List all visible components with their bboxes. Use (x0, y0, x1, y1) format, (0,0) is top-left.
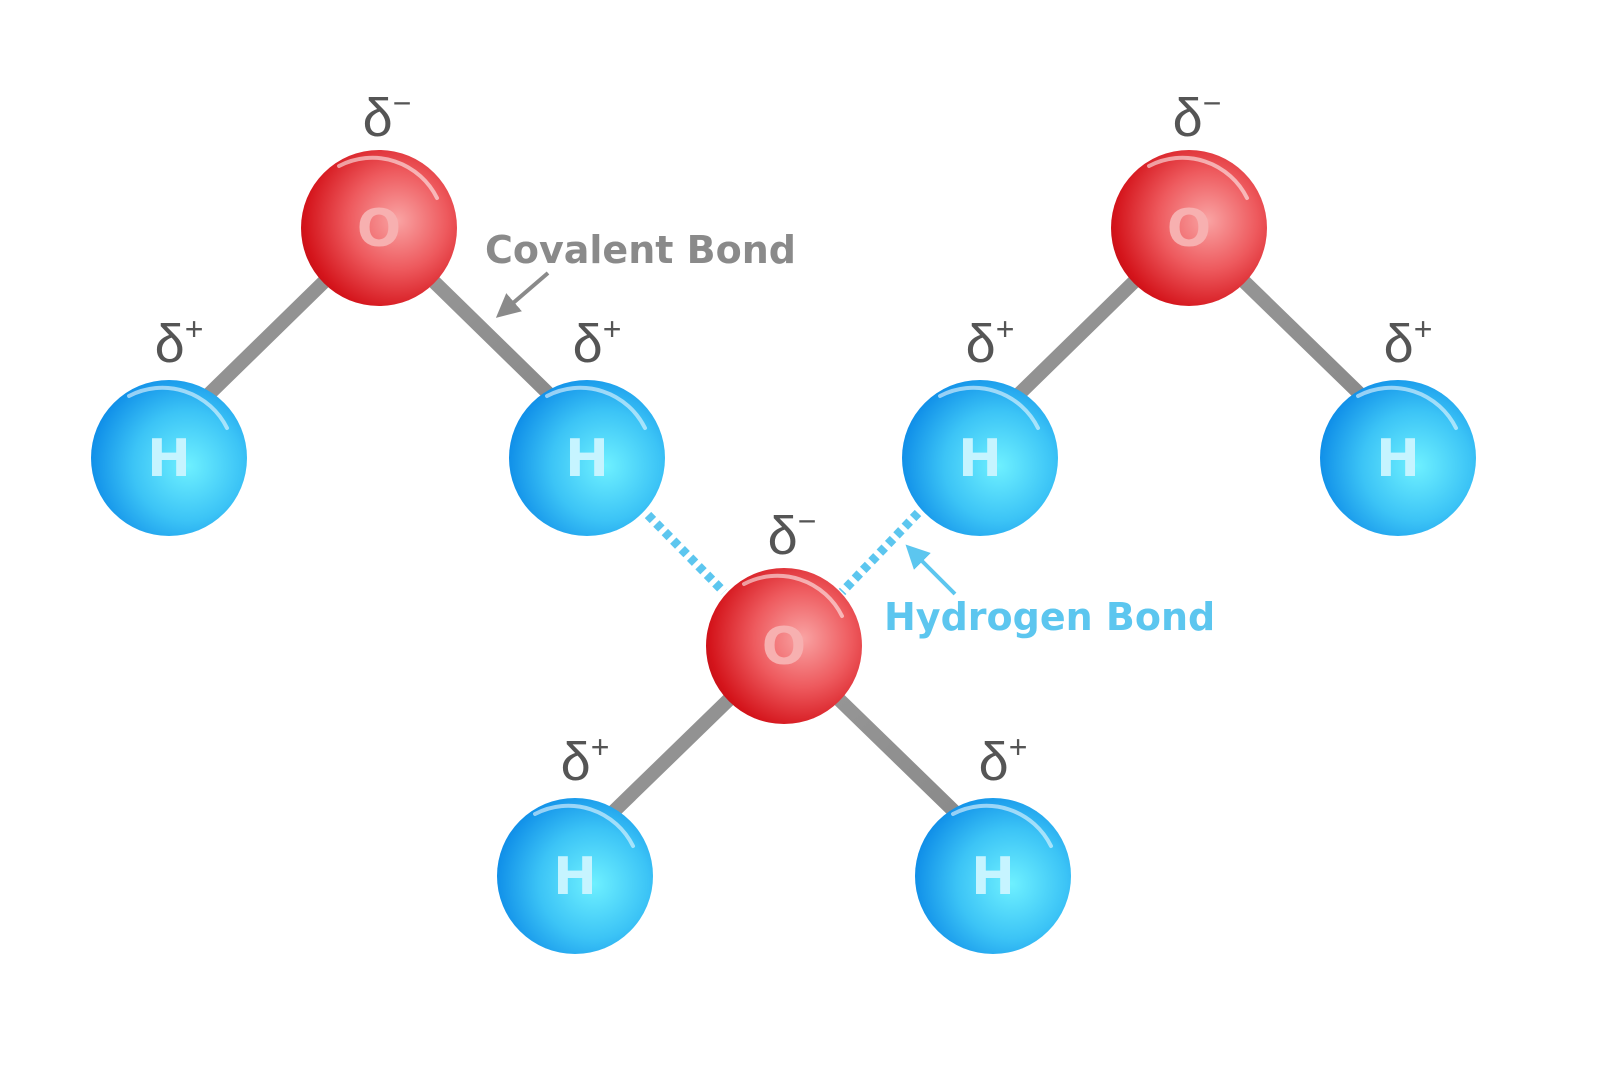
delta-symbol: δ (155, 314, 185, 374)
minus-sign: − (1203, 85, 1222, 121)
partial-negative-charge-right: δ− (1173, 85, 1222, 148)
covalent-bond-callout: Covalent Bond (485, 228, 796, 318)
plus-sign: + (591, 729, 610, 765)
delta-symbol: δ (561, 732, 591, 792)
covalent-bond-arrow-icon (495, 271, 550, 318)
plus-sign: + (1009, 729, 1028, 765)
plus-sign: + (185, 311, 204, 347)
delta-symbol: δ (363, 88, 393, 148)
minus-sign: − (393, 85, 412, 121)
hydrogen-atom-right-2: H (1320, 380, 1476, 536)
oxygen-atom-center: O (706, 568, 862, 724)
hydrogen-bond-right (838, 509, 922, 596)
hydrogen-atom-right-1: H (902, 380, 1058, 536)
delta-symbol: δ (573, 314, 603, 374)
hydrogen-bonds (644, 509, 922, 596)
partial-positive-charge-left-2: δ+ (573, 311, 622, 374)
hydrogen-symbol: H (1376, 429, 1420, 489)
hydrogen-bond-label: Hydrogen Bond (884, 595, 1215, 639)
oxygen-atom-right: O (1111, 150, 1267, 306)
hydrogen-atom-center-1: H (497, 798, 653, 954)
minus-sign: − (798, 503, 817, 539)
partial-positive-charge-left-1: δ+ (155, 311, 204, 374)
oxygen-symbol: O (357, 199, 401, 259)
delta-symbol: δ (1384, 314, 1414, 374)
hydrogen-bond-left (644, 511, 728, 596)
hydrogen-atom-center-2: H (915, 798, 1071, 954)
hydrogen-symbol: H (565, 429, 609, 489)
partial-positive-charge-right-1: δ+ (966, 311, 1015, 374)
plus-sign: + (603, 311, 622, 347)
hydrogen-bond-callout: Hydrogen Bond (884, 544, 1215, 639)
delta-symbol: δ (979, 732, 1009, 792)
plus-sign: + (1414, 311, 1433, 347)
partial-positive-charge-center-2: δ+ (979, 729, 1028, 792)
hydrogen-symbol: H (553, 847, 597, 907)
partial-positive-charge-center-1: δ+ (561, 729, 610, 792)
hydrogen-symbol: H (958, 429, 1002, 489)
delta-symbol: δ (966, 314, 996, 374)
partial-negative-charge-left: δ− (363, 85, 412, 148)
atoms: O H H O H H O H H (91, 150, 1476, 954)
hydrogen-atom-left-2: H (509, 380, 665, 536)
oxygen-atom-left: O (301, 150, 457, 306)
plus-sign: + (996, 311, 1015, 347)
delta-symbol: δ (1173, 88, 1203, 148)
oxygen-symbol: O (762, 617, 806, 677)
partial-positive-charge-right-2: δ+ (1384, 311, 1433, 374)
hydrogen-symbol: H (971, 847, 1015, 907)
covalent-bond-label: Covalent Bond (485, 228, 796, 272)
hydrogen-atom-left-1: H (91, 380, 247, 536)
hydrogen-symbol: H (147, 429, 191, 489)
partial-negative-charge-center: δ− (768, 503, 817, 566)
hydrogen-bond-arrow-icon (905, 544, 957, 596)
partial-charges: δ−δ+δ+δ−δ+δ+δ−δ+δ+ (155, 85, 1433, 792)
oxygen-symbol: O (1167, 199, 1211, 259)
delta-symbol: δ (768, 506, 798, 566)
